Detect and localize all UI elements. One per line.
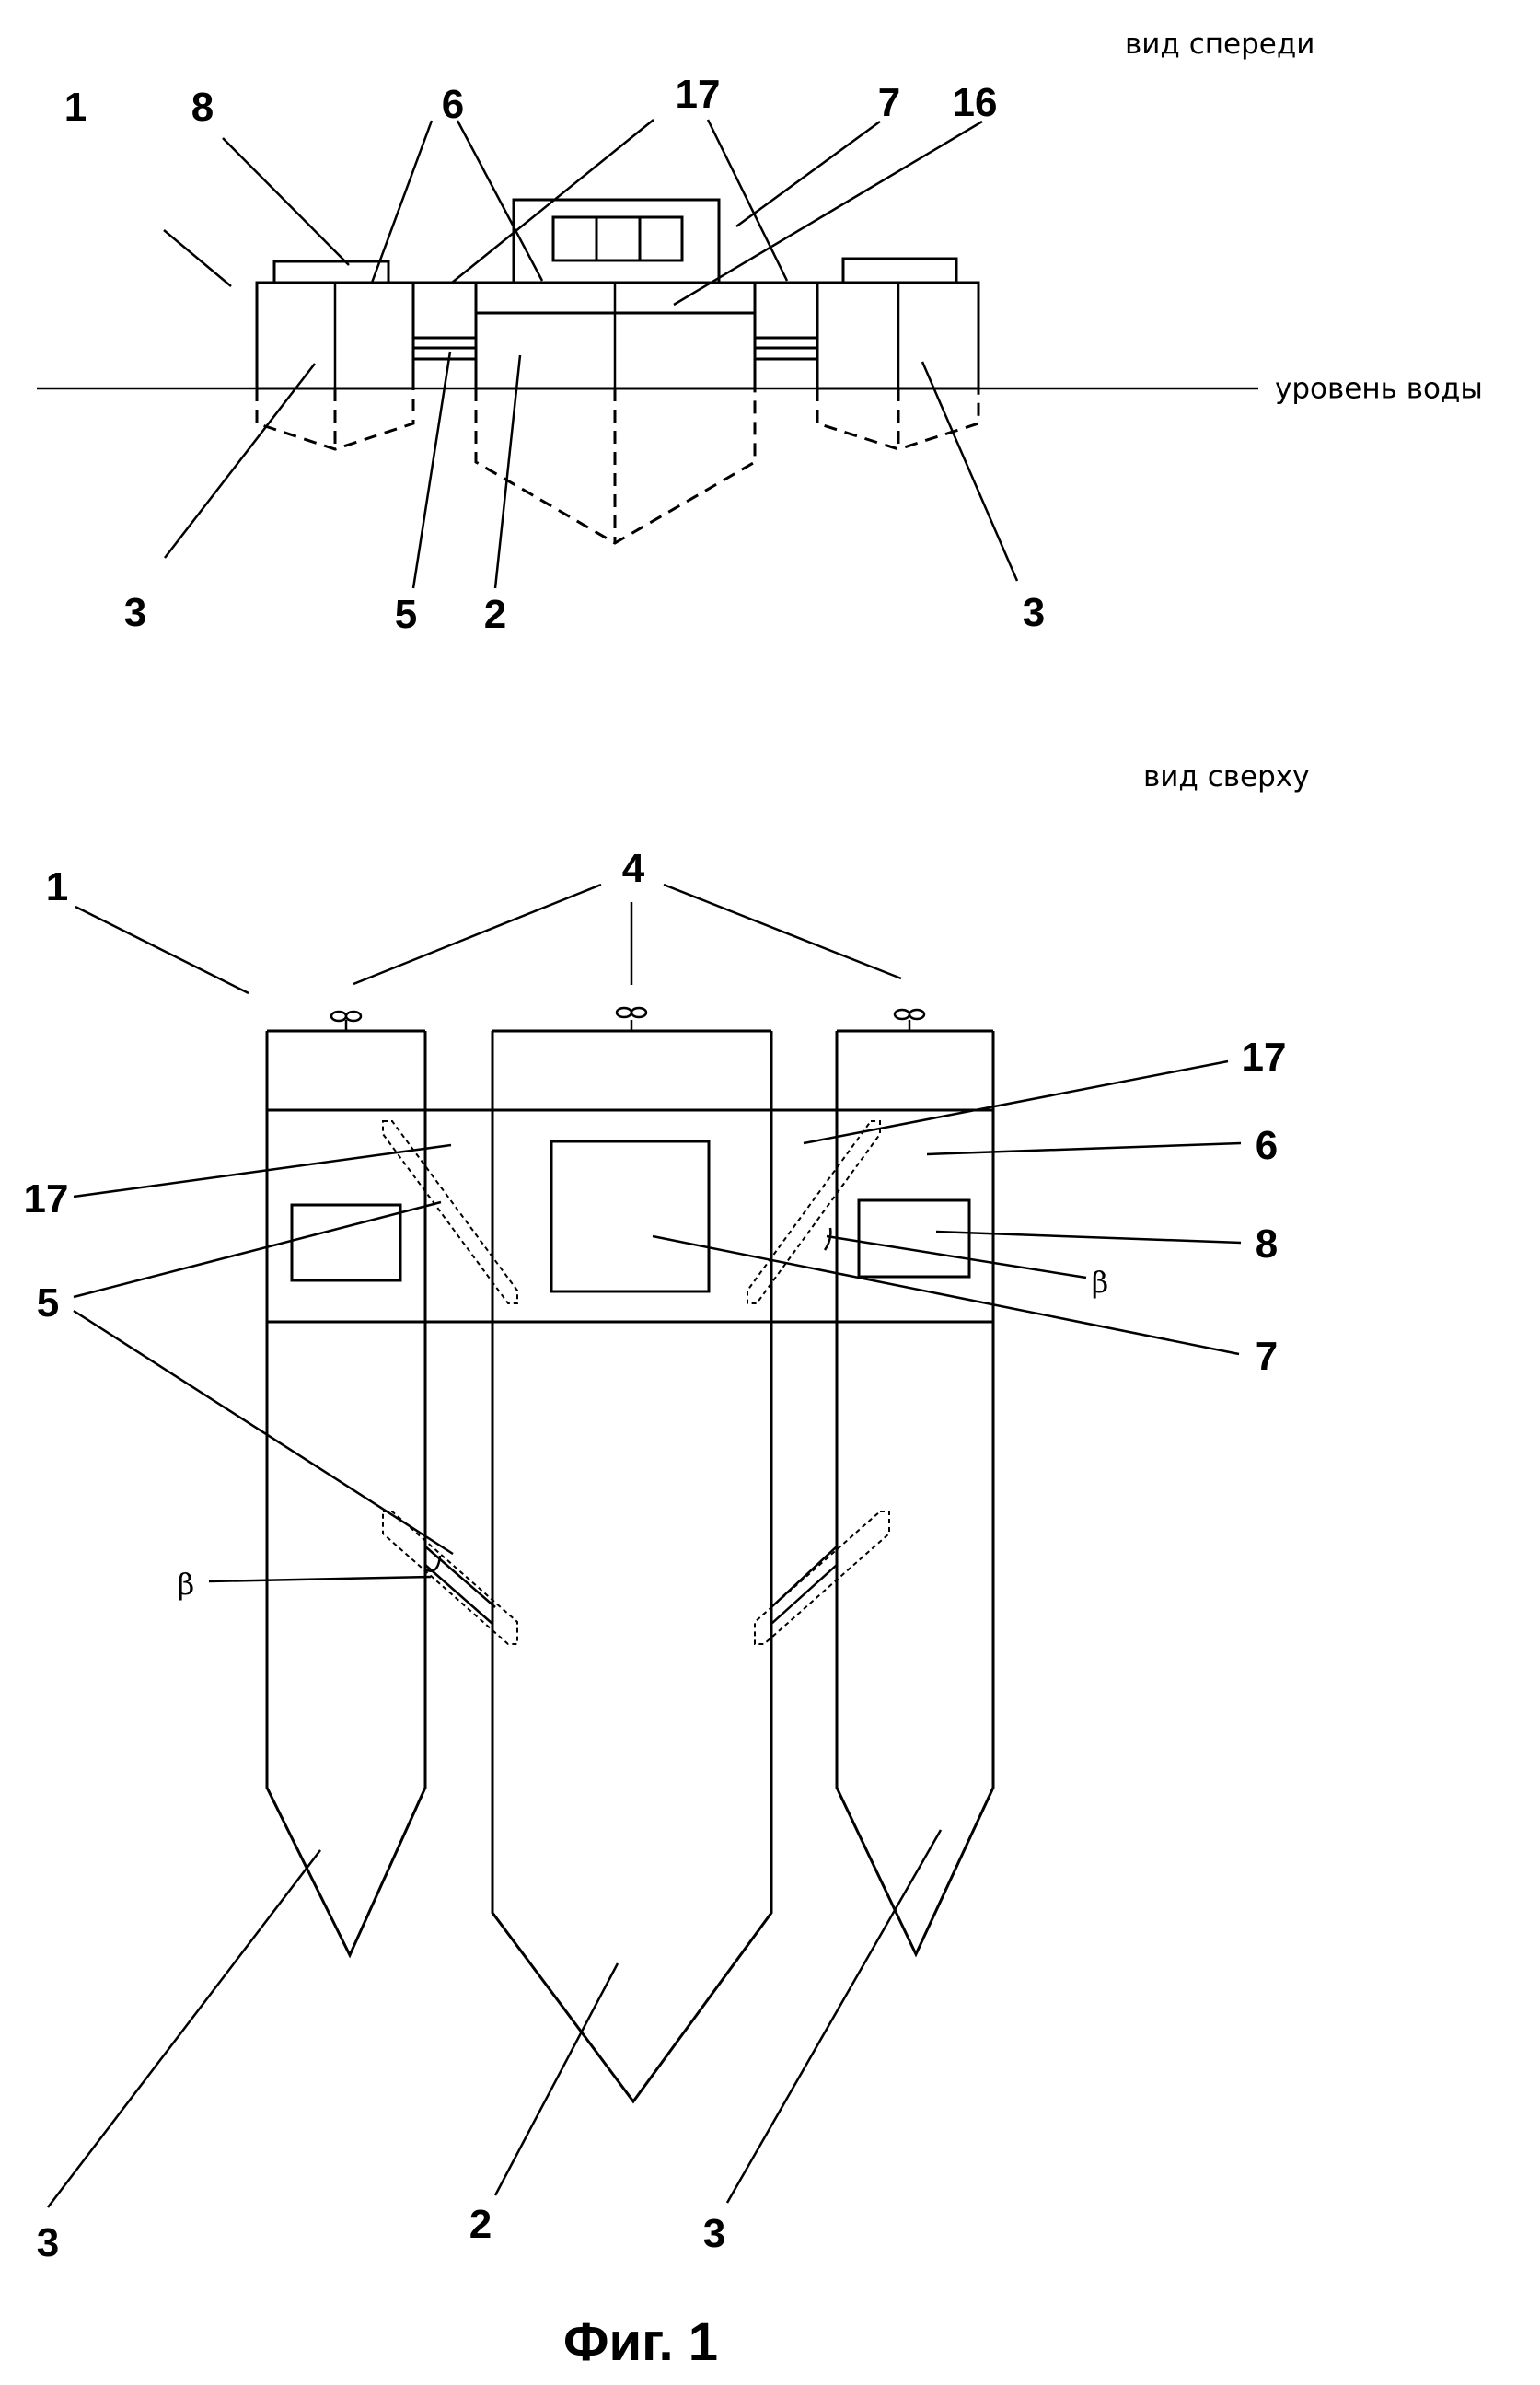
- leader-7-front: [736, 122, 880, 226]
- label-7-top: 7: [1256, 1334, 1278, 1379]
- label-3-right-front: 3: [1023, 590, 1045, 635]
- leader-1-top: [75, 907, 249, 993]
- leader-7-top: [653, 1236, 1239, 1354]
- leader-8-top: [936, 1232, 1241, 1243]
- right-side-hull-top: [837, 1031, 993, 1954]
- label-6-top: 6: [1256, 1123, 1278, 1168]
- leader-5-upper: [74, 1202, 441, 1297]
- leader-3-left-front: [165, 364, 315, 558]
- left-connector-block: [413, 283, 476, 338]
- cabin-top: [551, 1141, 709, 1291]
- front-view: вид спереди уровень воды: [37, 28, 1483, 637]
- label-17-front: 17: [676, 72, 721, 117]
- label-1-front: 1: [64, 85, 87, 130]
- label-6-front: 6: [442, 82, 464, 127]
- rear-left-beam-edge-1: [425, 1546, 495, 1607]
- leader-6-left-front: [372, 121, 432, 283]
- label-2-top: 2: [469, 2202, 492, 2247]
- leader-5-front: [413, 352, 450, 588]
- leader-17-right-top: [804, 1061, 1228, 1143]
- label-2-front: 2: [484, 592, 506, 637]
- label-5-top: 5: [37, 1280, 59, 1326]
- front-view-title: вид спереди: [1125, 28, 1314, 61]
- left-deck-unit: [274, 261, 388, 283]
- right-propeller-icon: [895, 1010, 924, 1031]
- right-deck-unit-top: [859, 1200, 969, 1277]
- figure-caption: Фиг. 1: [563, 2312, 718, 2372]
- label-4-top: 4: [622, 846, 645, 891]
- label-5-front: 5: [395, 592, 417, 637]
- cabin: [514, 200, 719, 283]
- leader-3-right-top: [727, 1830, 941, 2203]
- leader-beta-rear: [209, 1577, 431, 1581]
- central-propeller-icon: [617, 1008, 646, 1031]
- leader-4-right: [664, 885, 901, 978]
- top-view: вид сверху: [24, 760, 1310, 2265]
- label-8-top: 8: [1256, 1221, 1278, 1267]
- water-level-label: уровень воды: [1275, 373, 1483, 406]
- leader-8-front: [223, 138, 349, 265]
- leader-5-lower: [74, 1311, 453, 1554]
- label-3-left-top: 3: [37, 2220, 59, 2265]
- leader-6-top: [927, 1143, 1241, 1154]
- label-16-front: 16: [953, 80, 998, 125]
- left-side-hull-top: [267, 1031, 425, 1955]
- leader-2-front: [495, 355, 520, 588]
- top-view-title: вид сверху: [1143, 760, 1309, 793]
- label-3-right-top: 3: [703, 2211, 725, 2256]
- label-17-left-top: 17: [24, 1176, 69, 1221]
- label-beta-front: β: [1092, 1265, 1109, 1300]
- right-connector-block: [755, 283, 817, 338]
- leader-beta-front: [827, 1236, 1086, 1278]
- label-1-top: 1: [46, 864, 68, 909]
- leader-4-left: [353, 885, 601, 984]
- label-beta-rear: β: [178, 1567, 195, 1602]
- rear-left-beam-edge-2: [425, 1565, 492, 1624]
- label-7-front: 7: [878, 80, 900, 125]
- leader-3-right-front: [922, 362, 1017, 581]
- central-hull-top: [492, 1031, 771, 2101]
- right-deck-unit: [843, 259, 956, 283]
- rear-right-beam-edge-1: [771, 1546, 837, 1607]
- label-17-right-top: 17: [1242, 1035, 1287, 1080]
- cabin-window-frame: [553, 217, 682, 260]
- leader-3-left-top: [48, 1850, 320, 2207]
- label-8-front: 8: [191, 85, 214, 130]
- leader-1-front: [164, 230, 231, 286]
- rear-right-beam-edge-2: [771, 1565, 837, 1624]
- beta-angle-arc-front: [825, 1228, 830, 1250]
- leader-17-left-top: [74, 1145, 451, 1197]
- label-3-left-front: 3: [124, 590, 146, 635]
- left-propeller-icon: [331, 1012, 361, 1031]
